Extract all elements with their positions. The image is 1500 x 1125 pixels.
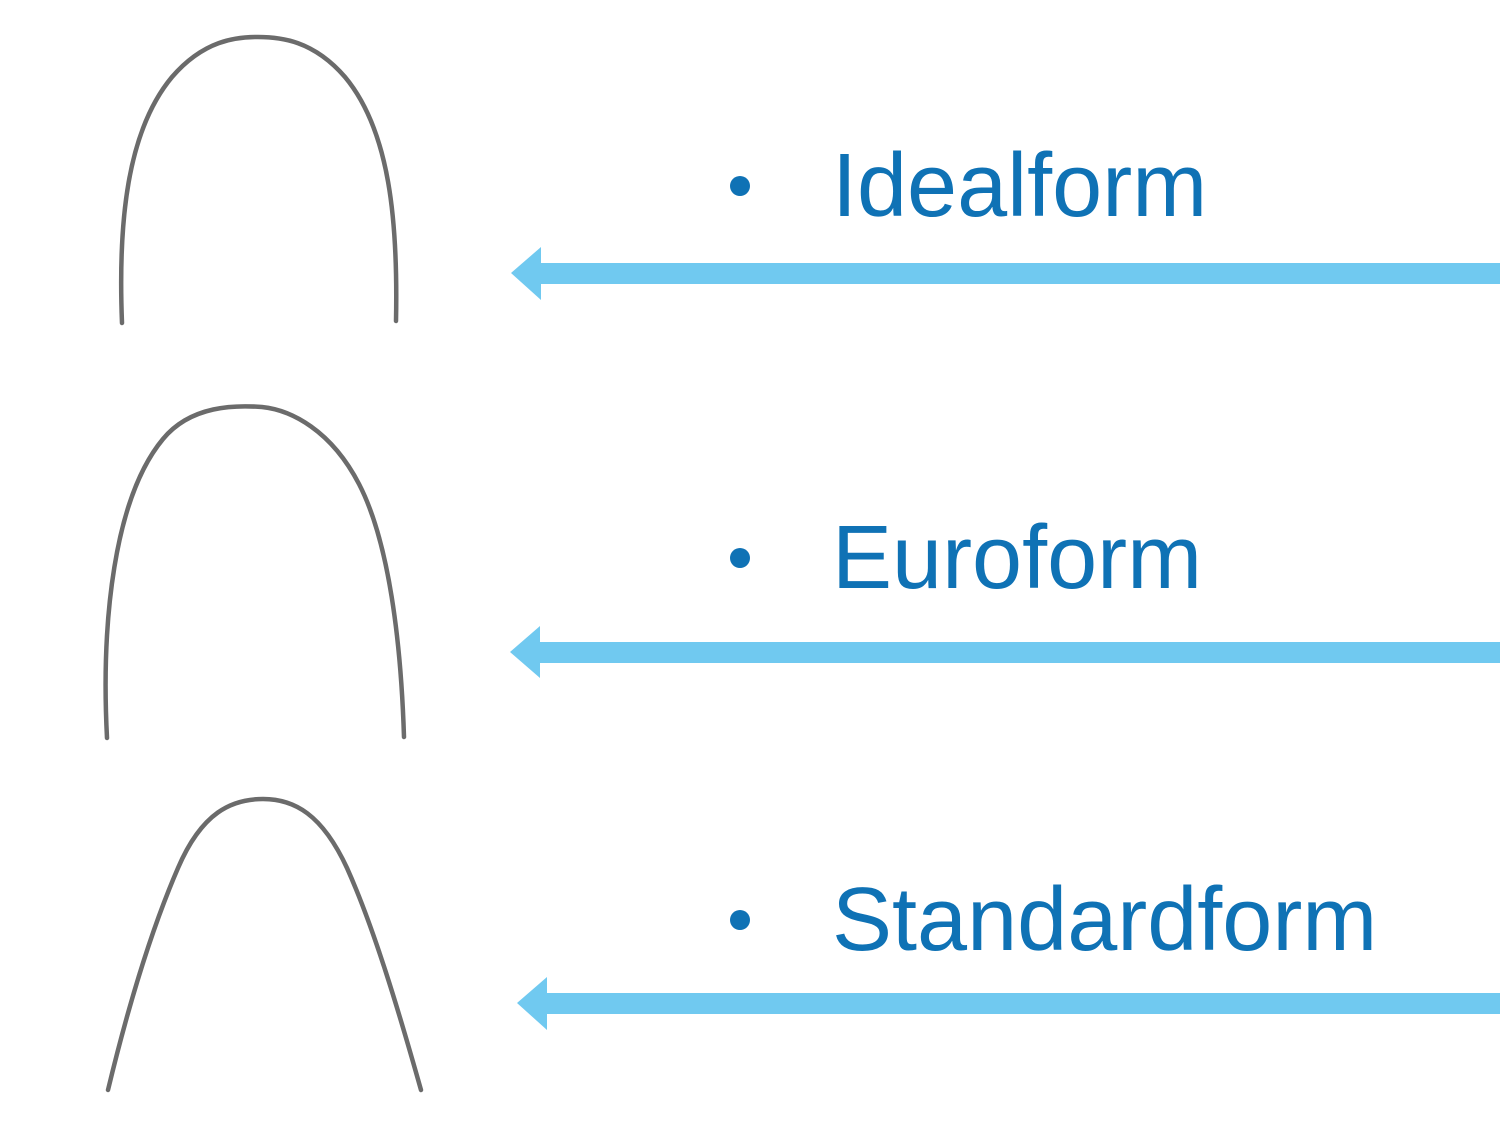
- list-item-standardform: Standardform: [730, 875, 1377, 965]
- list-item-label: Euroform: [832, 508, 1203, 608]
- list-item-label: Idealform: [832, 136, 1208, 236]
- arrow-left-icon: [510, 626, 1500, 678]
- dot-bullet-icon: [730, 176, 750, 196]
- archwire-standardform-icon: [105, 796, 424, 1093]
- dot-bullet-icon: [730, 548, 750, 568]
- list-item-idealform: Idealform: [730, 141, 1207, 231]
- arrow-left-icon: [511, 247, 1500, 300]
- archwire-idealform-icon: [118, 34, 399, 326]
- dot-bullet-icon: [730, 910, 750, 930]
- arrow-left-icon: [517, 977, 1500, 1030]
- list-item-label: Standardform: [832, 870, 1378, 970]
- archwire-euroform-icon: [103, 404, 407, 741]
- list-item-euroform: Euroform: [730, 513, 1202, 603]
